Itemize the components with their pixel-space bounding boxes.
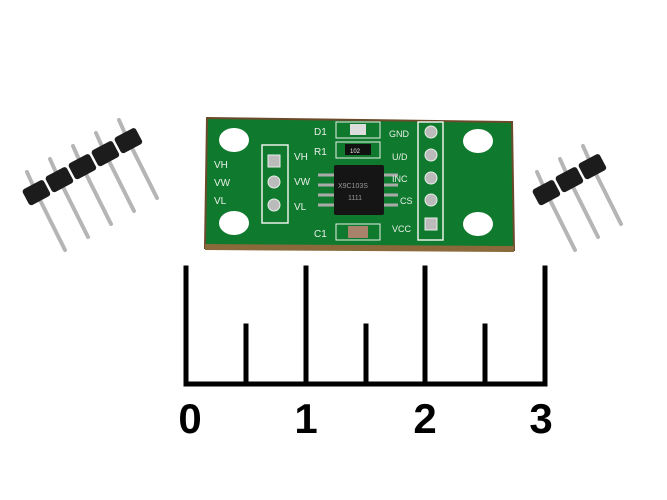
header-block — [532, 180, 561, 206]
silk-r1: R1 — [314, 147, 327, 158]
header-block — [578, 154, 607, 180]
header-block — [22, 180, 51, 206]
silk-vh: VH — [214, 160, 228, 171]
ruler-label-3: 3 — [529, 395, 552, 442]
silk-c1: C1 — [314, 229, 327, 240]
silk-inc: INC — [392, 174, 408, 184]
silk-pin-vw: VW — [294, 177, 311, 188]
right-pin-header — [532, 144, 623, 252]
left-pin-header — [22, 118, 159, 252]
silk-vw: VW — [214, 178, 231, 189]
chip-marking-2: 1111 — [348, 195, 362, 202]
silk-gnd: GND — [389, 129, 410, 139]
header-block — [68, 154, 97, 180]
silk-cs: CS — [400, 196, 413, 206]
ruler-label-2: 2 — [413, 395, 436, 442]
ruler-label-0: 0 — [178, 395, 201, 442]
pcb-board: VH VW VL VH VW VL D1 R1 C1 102 X9C103S 1… — [203, 116, 516, 252]
header-block — [91, 141, 120, 167]
silk-pin-vh: VH — [294, 152, 308, 163]
silk-vcc: VCC — [392, 224, 412, 234]
mounting-holes — [219, 128, 493, 236]
ruler-label-1: 1 — [294, 395, 317, 442]
silk-ud: U/D — [392, 152, 408, 162]
header-block — [45, 167, 74, 193]
silk-vl: VL — [214, 196, 227, 207]
header-block — [555, 167, 584, 193]
silk-d1: D1 — [314, 127, 327, 138]
silk-pin-vl: VL — [294, 202, 307, 213]
resistor-marking: 102 — [350, 149, 361, 155]
header-block — [114, 128, 143, 154]
chip-marking: X9C103S — [338, 183, 368, 190]
chip — [318, 165, 398, 215]
ruler — [183, 265, 548, 387]
